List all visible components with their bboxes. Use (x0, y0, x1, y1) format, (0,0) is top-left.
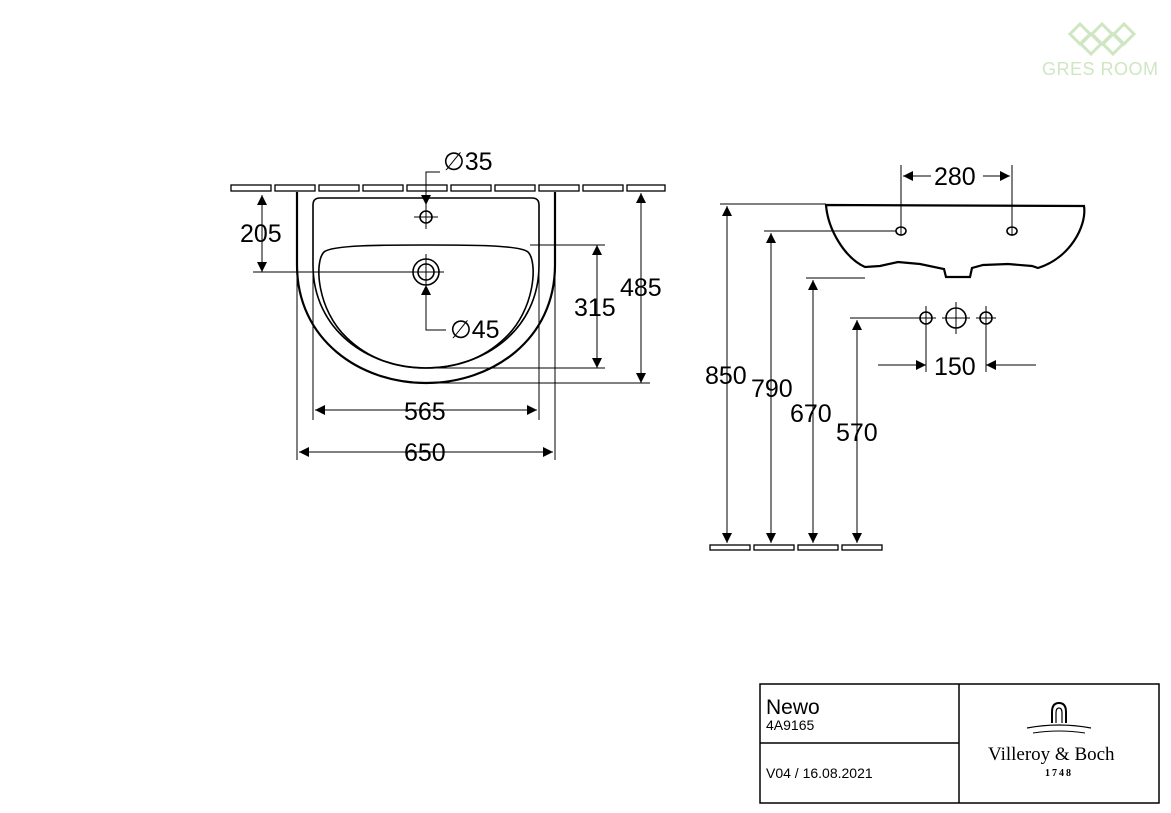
front-view: ∅35 ∅45 205 315 485 565 650 (230, 148, 666, 467)
label-height-outlet: 570 (836, 419, 878, 447)
outlet-hole (408, 254, 444, 290)
label-hole-spacing: 280 (934, 163, 976, 191)
brand-year: 1748 (1045, 768, 1073, 779)
label-outlet-spacing: 150 (934, 353, 976, 381)
side-view: 280 150 850 (705, 162, 1086, 551)
version-date: V04 / 16.08.2021 (766, 765, 873, 781)
floor-tiles (709, 544, 883, 551)
tap-hole (414, 205, 438, 229)
product-code: 4A9165 (766, 717, 814, 733)
watermark-logo: GRES ROOM (1042, 21, 1159, 79)
basin-profile (824, 203, 1086, 279)
wall-tiles (230, 184, 666, 192)
brand-logo: Villeroy & Boch 1748 (988, 701, 1115, 779)
product-name: Newo (766, 696, 820, 719)
label-inner-width: 565 (404, 398, 446, 426)
label-total-width: 650 (404, 439, 446, 467)
title-block: Newo 4A9165 V04 / 16.08.2021 Villeroy & … (759, 683, 1160, 804)
outlet-connections (916, 302, 996, 334)
watermark-text: GRES ROOM (1042, 59, 1159, 79)
label-depth-to-hole: 205 (240, 220, 282, 248)
brand-name: Villeroy & Boch (988, 744, 1115, 765)
label-bowl-depth: 315 (574, 294, 616, 322)
side-tap-holes (895, 226, 1018, 236)
label-height-holes: 790 (751, 375, 793, 403)
basin-inner (312, 197, 540, 369)
label-outlet-diameter: ∅45 (450, 316, 500, 344)
label-height-top: 850 (705, 362, 747, 390)
label-total-depth: 485 (620, 274, 662, 302)
label-hole-diameter: ∅35 (443, 148, 493, 176)
label-height-bottom: 670 (790, 400, 832, 428)
